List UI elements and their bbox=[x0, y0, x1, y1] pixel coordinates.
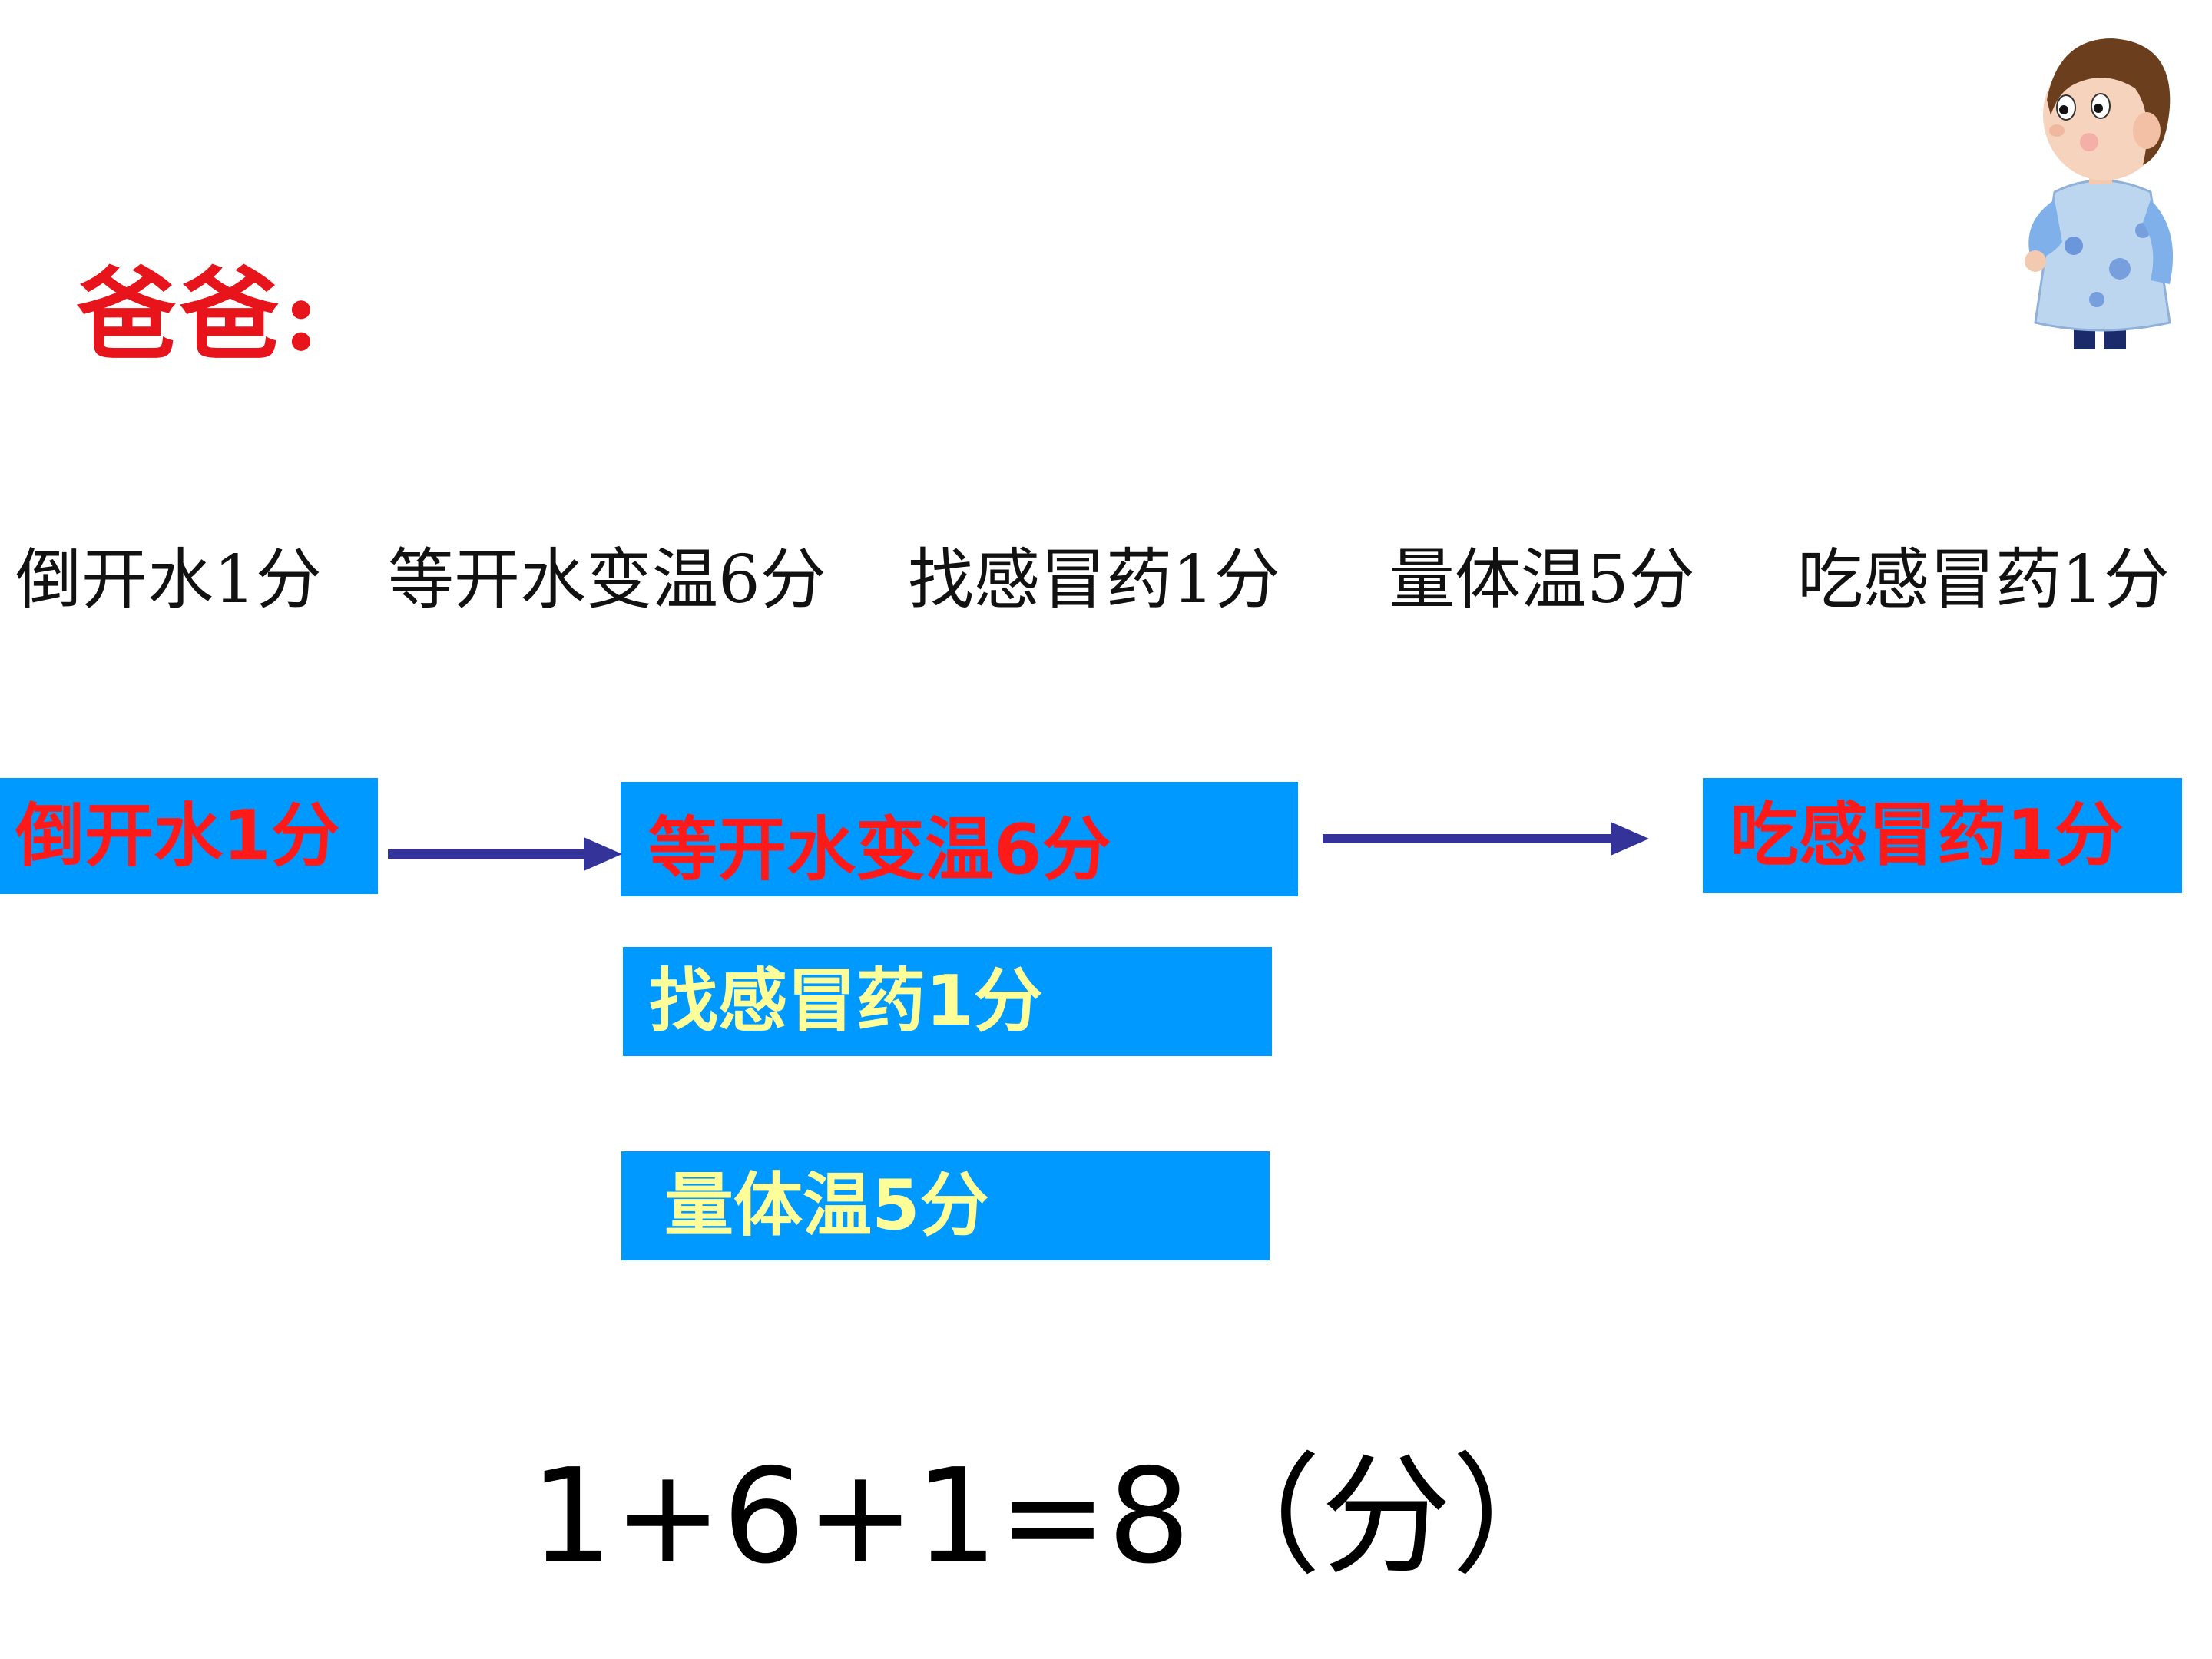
step-text-take-temperature: 量体温5分 bbox=[1389, 541, 1695, 618]
step-text-find-medicine: 找感冒药1分 bbox=[908, 541, 1280, 618]
box-take-temperature: 量体温5分 bbox=[621, 1151, 1270, 1260]
box-label-pour-water: 倒开水1分 bbox=[15, 795, 340, 876]
box-label-wait-cool: 等开水变温6分 bbox=[648, 809, 1111, 890]
box-wait-cool: 等开水变温6分 bbox=[621, 782, 1298, 896]
page-title: 爸爸: bbox=[77, 256, 323, 373]
box-take-medicine: 吃感冒药1分 bbox=[1703, 778, 2182, 893]
step-text-pour-water: 倒开水1分 bbox=[15, 541, 322, 618]
arrow-right-icon-long bbox=[1323, 822, 1649, 856]
box-label-find-medicine: 找感冒药1分 bbox=[649, 961, 1043, 1041]
total-time-equation: 1+6+1=8（分） bbox=[530, 1441, 1582, 1593]
box-label-take-temperature: 量体温5分 bbox=[664, 1165, 989, 1246]
step-text-wait-cool: 等开水变温6分 bbox=[388, 541, 826, 618]
step-text-take-medicine: 吃感冒药1分 bbox=[1797, 541, 2170, 618]
box-label-take-medicine: 吃感冒药1分 bbox=[1730, 795, 2124, 876]
arrow-right-icon bbox=[388, 837, 622, 871]
box-pour-water: 倒开水1分 bbox=[0, 778, 378, 894]
cartoon-person-illustration bbox=[2025, 38, 2174, 349]
box-find-medicine: 找感冒药1分 bbox=[623, 947, 1272, 1056]
